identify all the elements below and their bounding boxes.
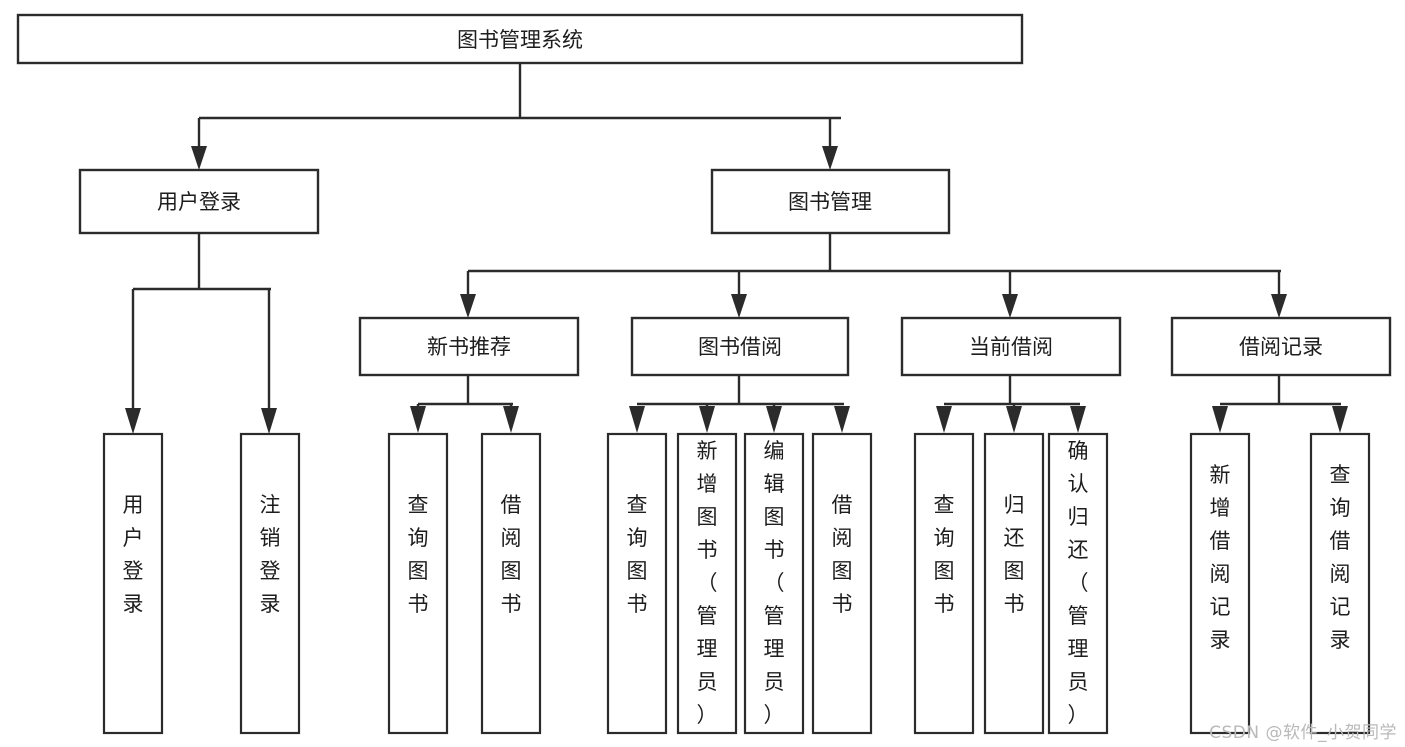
node-leaf-return-book[interactable]: 归还图书 [983, 432, 1045, 735]
node-user-login-label: 用户登录 [157, 190, 241, 214]
node-leaf-borrow-book-2-box[interactable] [811, 432, 873, 735]
node-book-manage[interactable]: 图书管理 [710, 168, 951, 235]
node-book-borrow[interactable]: 图书借阅 [630, 316, 850, 377]
node-leaf-query-record-label: 查询借阅记录 [1330, 463, 1351, 652]
node-leaf-query-book-1[interactable]: 查询图书 [387, 432, 449, 735]
arrow-head-borrow-record [1271, 294, 1287, 318]
node-leaf-query-book-2[interactable]: 查询图书 [606, 432, 668, 735]
node-leaf-user-login-box[interactable] [102, 432, 164, 735]
arrow-head-user-login [191, 146, 207, 170]
node-leaf-borrow-book-2-label: 借阅图书 [832, 493, 853, 616]
arrow-head-leaf-query-book-1 [410, 406, 426, 433]
arrow-head-leaf-add-book [699, 406, 715, 433]
node-leaf-add-book[interactable]: 新增图书（管理员） [676, 432, 738, 735]
node-book-manage-box[interactable] [710, 168, 951, 235]
node-leaf-add-record-label: 新增借阅记录 [1210, 463, 1231, 652]
arrow-head-leaf-query-record [1332, 406, 1348, 433]
node-leaf-user-login-label: 用户登录 [123, 493, 144, 616]
node-leaf-edit-book-box[interactable] [743, 432, 805, 735]
node-root-box[interactable] [16, 13, 1024, 65]
node-user-login[interactable]: 用户登录 [78, 168, 320, 235]
node-leaf-user-logout-label: 注销登录 [260, 493, 281, 616]
arrow-head-leaf-user-login [125, 408, 141, 434]
arrow-head-leaf-query-book-2 [629, 406, 645, 433]
node-new-book-recommend-box[interactable] [358, 316, 580, 377]
node-leaf-query-book-2-box[interactable] [606, 432, 668, 735]
node-leaf-return-book-box[interactable] [983, 432, 1045, 735]
node-leaf-return-book-label: 归还图书 [1004, 493, 1025, 616]
arrow-head-book-borrow [731, 294, 747, 318]
node-leaf-borrow-book-1[interactable]: 借阅图书 [480, 432, 542, 735]
arrow-head-leaf-add-record [1212, 406, 1228, 433]
node-leaf-add-record-box[interactable] [1189, 432, 1251, 735]
node-leaf-query-book-3-box[interactable] [913, 432, 975, 735]
node-new-book-recommend[interactable]: 新书推荐 [358, 316, 580, 377]
node-root[interactable]: 图书管理系统 [16, 13, 1024, 65]
node-leaf-confirm-return-box[interactable] [1047, 432, 1109, 735]
node-leaf-query-book-1-label: 查询图书 [408, 493, 429, 616]
arrow-head-leaf-user-logout [261, 408, 277, 434]
node-book-manage-label: 图书管理 [788, 190, 872, 214]
arrow-head-leaf-edit-book [766, 406, 782, 433]
arrow-head-current-borrow [1002, 294, 1018, 318]
node-leaf-query-book-3-label: 查询图书 [934, 493, 955, 616]
node-borrow-record-box[interactable] [1170, 316, 1392, 377]
node-new-book-recommend-label: 新书推荐 [427, 335, 511, 359]
node-leaf-confirm-return[interactable]: 确认归还（管理员） [1047, 432, 1109, 735]
node-borrow-record-label: 借阅记录 [1239, 335, 1323, 359]
node-current-borrow[interactable]: 当前借阅 [900, 316, 1122, 377]
node-leaf-user-logout[interactable]: 注销登录 [239, 432, 301, 735]
node-leaf-add-book-box[interactable] [676, 432, 738, 735]
node-leaf-query-book-3[interactable]: 查询图书 [913, 432, 975, 735]
node-book-borrow-box[interactable] [630, 316, 850, 377]
node-leaf-borrow-book-1-box[interactable] [480, 432, 542, 735]
arrow-head-leaf-return-book [1006, 406, 1022, 433]
node-leaf-borrow-book-2[interactable]: 借阅图书 [811, 432, 873, 735]
node-book-borrow-label: 图书借阅 [698, 335, 782, 359]
node-leaf-user-logout-box[interactable] [239, 432, 301, 735]
node-leaf-edit-book-label: 编辑图书（管理员） [764, 439, 785, 727]
arrow-head-leaf-query-book-3 [936, 406, 952, 433]
node-leaf-query-book-1-box[interactable] [387, 432, 449, 735]
arrow-head-leaf-borrow-book-1 [503, 406, 519, 433]
arrow-head-book-manage [822, 146, 838, 170]
node-leaf-query-book-2-label: 查询图书 [627, 493, 648, 616]
node-leaf-add-record[interactable]: 新增借阅记录 [1189, 432, 1251, 735]
node-root-label: 图书管理系统 [457, 28, 583, 52]
node-leaf-add-book-label: 新增图书（管理员） [697, 439, 718, 727]
node-leaf-user-login[interactable]: 用户登录 [102, 432, 164, 735]
arrow-head-leaf-borrow-book-2 [834, 406, 850, 433]
node-leaf-borrow-book-1-label: 借阅图书 [501, 493, 522, 616]
node-current-borrow-label: 当前借阅 [969, 335, 1053, 359]
arrow-head-new-book-recommend [460, 294, 476, 318]
node-user-login-box[interactable] [78, 168, 320, 235]
arrow-head-leaf-confirm-return [1070, 406, 1086, 433]
node-borrow-record[interactable]: 借阅记录 [1170, 316, 1392, 377]
node-leaf-edit-book[interactable]: 编辑图书（管理员） [743, 432, 805, 735]
node-leaf-query-record[interactable]: 查询借阅记录 [1309, 432, 1371, 735]
connector-layer [125, 63, 1348, 434]
node-leaf-query-record-box[interactable] [1309, 432, 1371, 735]
node-leaf-confirm-return-label: 确认归还（管理员） [1068, 439, 1089, 727]
node-current-borrow-box[interactable] [900, 316, 1122, 377]
